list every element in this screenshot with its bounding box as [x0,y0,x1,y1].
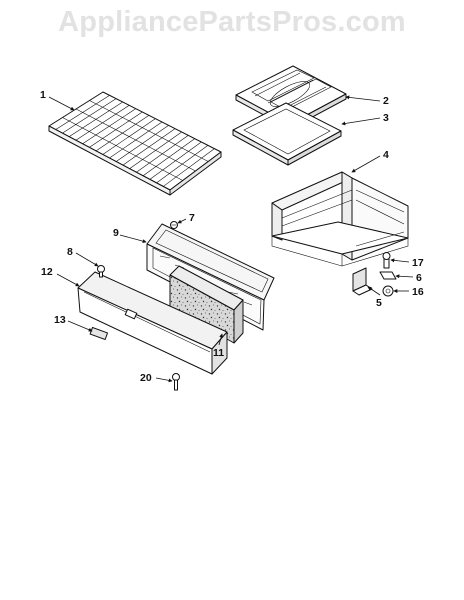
callout-20: 20 [140,372,152,384]
drawer-handle [89,326,109,340]
callout-17: 17 [412,257,424,269]
callout-9: 9 [113,227,119,239]
oven-rack [48,91,222,196]
clip-6 [379,271,397,280]
callout-12: 12 [41,266,53,278]
callout-4: 4 [383,149,389,161]
callout-labels: 1 2 3 4 7 9 8 12 13 11 20 17 6 16 5 [40,89,424,384]
screw-8 [97,265,105,278]
callout-3: 3 [383,112,389,124]
roller-16 [382,285,394,297]
slide-bracket-assembly [352,252,397,297]
screw-20 [172,373,180,391]
callout-1: 1 [40,89,46,101]
callout-11: 11 [213,347,224,359]
drawer-front [77,271,228,375]
callout-13: 13 [54,314,66,326]
screw-7 [170,221,178,229]
callout-7: 7 [189,212,195,224]
callout-6: 6 [416,272,422,284]
leader-lines [48,95,414,383]
broiler-pan [232,102,342,166]
callout-16: 16 [412,286,424,298]
drawer-slot [124,308,138,320]
callout-2: 2 [383,95,389,107]
callout-8: 8 [67,246,73,258]
insulation-block [169,265,244,344]
callout-5: 5 [376,297,382,309]
broiler-pan-grid [235,65,347,130]
drawer-body [271,171,409,267]
watermark-text: AppliancePartsPros.com [58,6,406,38]
